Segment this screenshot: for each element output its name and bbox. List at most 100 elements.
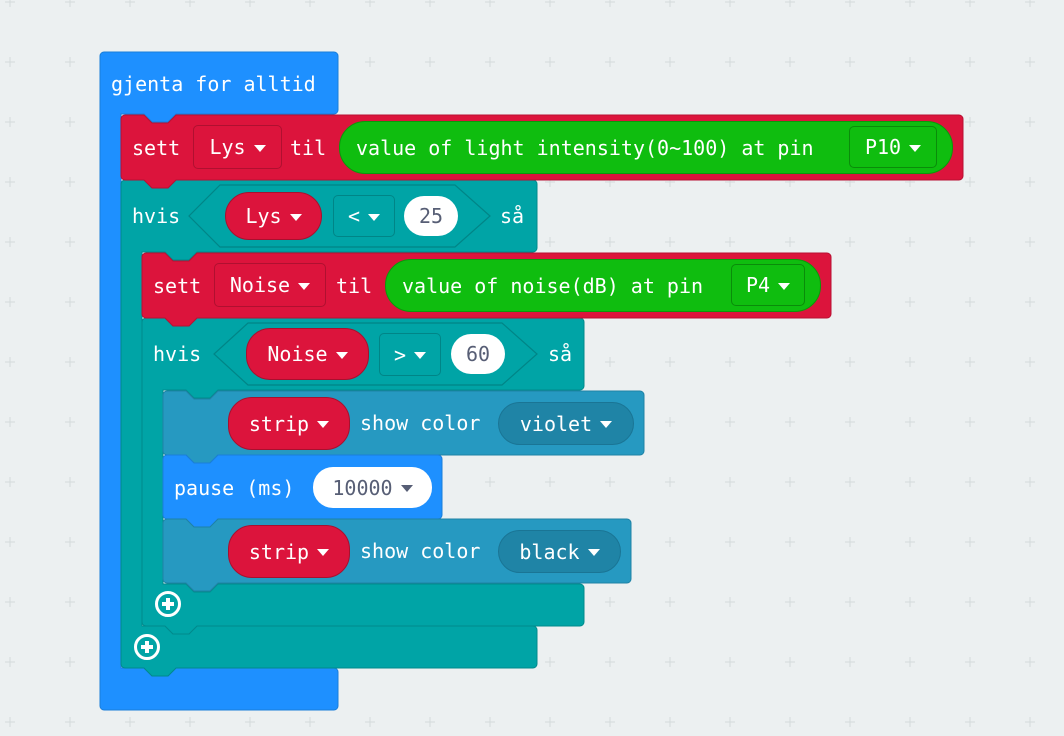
variable-name: Lys xyxy=(209,135,246,159)
variable-reporter-noise[interactable]: Noise xyxy=(246,328,369,380)
number-input-60[interactable]: 60 xyxy=(451,334,505,374)
grid-cross xyxy=(845,657,855,667)
caret-down-icon xyxy=(400,485,413,492)
caret-down-icon xyxy=(778,282,791,290)
grid-cross xyxy=(5,717,15,727)
grid-cross xyxy=(725,477,735,487)
grid-cross xyxy=(605,597,615,607)
grid-cross xyxy=(905,597,915,607)
strip-variable-reporter[interactable]: strip xyxy=(228,397,350,450)
strip-variable-reporter[interactable]: strip xyxy=(228,525,350,578)
grid-cross xyxy=(965,477,975,487)
operator-dropdown-lt[interactable]: < xyxy=(333,195,395,237)
grid-cross xyxy=(5,57,15,67)
grid-cross xyxy=(5,417,15,427)
grid-cross xyxy=(605,0,615,7)
grid-cross xyxy=(1025,657,1035,667)
grid-cross xyxy=(785,717,795,727)
grid-cross xyxy=(545,237,555,247)
grid-cross xyxy=(5,597,15,607)
show-color-label: show color xyxy=(360,411,481,435)
variable-dropdown-noise[interactable]: Noise xyxy=(214,263,326,307)
pause-duration-dropdown[interactable]: 10000 xyxy=(313,467,432,508)
caret-down-icon xyxy=(253,144,266,152)
grid-cross xyxy=(725,717,735,727)
grid-cross xyxy=(965,177,975,187)
grid-cross xyxy=(5,0,15,7)
variable-name: strip xyxy=(248,539,310,564)
grid-cross xyxy=(965,357,975,367)
if-lys-label: hvis xyxy=(132,204,181,228)
grid-cross xyxy=(245,0,255,7)
grid-cross xyxy=(965,717,975,727)
grid-cross xyxy=(665,657,675,667)
grid-cross xyxy=(1025,297,1035,307)
grid-cross xyxy=(725,357,735,367)
grid-cross xyxy=(905,417,915,427)
operator-value: > xyxy=(393,342,407,367)
grid-cross xyxy=(365,717,375,727)
grid-cross xyxy=(545,717,555,727)
variable-name: strip xyxy=(248,411,310,436)
color-dropdown-black[interactable]: black xyxy=(498,530,621,573)
variable-reporter-lys[interactable]: Lys xyxy=(225,192,322,240)
caret-down-icon xyxy=(335,351,348,359)
forever-label: gjenta for alltid xyxy=(111,72,316,96)
grid-cross xyxy=(5,177,15,187)
operator-dropdown-gt[interactable]: > xyxy=(379,333,441,376)
grid-cross xyxy=(1025,477,1035,487)
grid-cross xyxy=(605,357,615,367)
grid-cross xyxy=(1025,177,1035,187)
grid-cross xyxy=(65,357,75,367)
variable-name: Lys xyxy=(245,204,282,228)
grid-cross xyxy=(545,657,555,667)
grid-cross xyxy=(485,717,495,727)
grid-cross xyxy=(965,0,975,7)
operator-value: < xyxy=(347,204,361,228)
grid-cross xyxy=(845,0,855,7)
grid-cross xyxy=(665,477,675,487)
color-value: violet xyxy=(519,411,593,436)
grid-cross xyxy=(545,57,555,67)
add-else-lys-icon[interactable] xyxy=(134,634,160,660)
grid-cross xyxy=(5,237,15,247)
grid-cross xyxy=(665,597,675,607)
color-value: black xyxy=(519,539,580,564)
grid-cross xyxy=(785,237,795,247)
number-input-25[interactable]: 25 xyxy=(404,196,458,236)
pin-dropdown-p4[interactable]: P4 xyxy=(731,264,805,306)
grid-cross xyxy=(485,477,495,487)
grid-cross xyxy=(365,0,375,7)
grid-cross xyxy=(65,177,75,187)
caret-down-icon xyxy=(298,282,311,290)
grid-cross xyxy=(1025,357,1035,367)
grid-cross xyxy=(425,717,435,727)
grid-cross xyxy=(1025,117,1035,127)
variable-dropdown-lys[interactable]: Lys xyxy=(193,125,282,169)
grid-cross xyxy=(845,477,855,487)
grid-cross xyxy=(425,0,435,7)
grid-cross xyxy=(965,417,975,427)
add-else-noise-icon[interactable] xyxy=(155,591,181,617)
number-value: 60 xyxy=(465,342,491,366)
grid-cross xyxy=(905,477,915,487)
grid-cross xyxy=(665,417,675,427)
color-dropdown-violet[interactable]: violet xyxy=(498,402,634,445)
grid-cross xyxy=(725,597,735,607)
pin-dropdown-p10[interactable]: P10 xyxy=(849,126,937,168)
grid-cross xyxy=(845,537,855,547)
grid-cross xyxy=(665,717,675,727)
grid-cross xyxy=(125,0,135,7)
grid-cross xyxy=(1025,57,1035,67)
grid-cross xyxy=(845,297,855,307)
grid-cross xyxy=(485,57,495,67)
grid-cross xyxy=(1025,237,1035,247)
grid-cross xyxy=(1025,417,1035,427)
grid-cross xyxy=(845,357,855,367)
grid-cross xyxy=(665,0,675,7)
grid-cross xyxy=(305,0,315,7)
grid-cross xyxy=(905,237,915,247)
grid-cross xyxy=(1025,717,1035,727)
grid-cross xyxy=(665,237,675,247)
